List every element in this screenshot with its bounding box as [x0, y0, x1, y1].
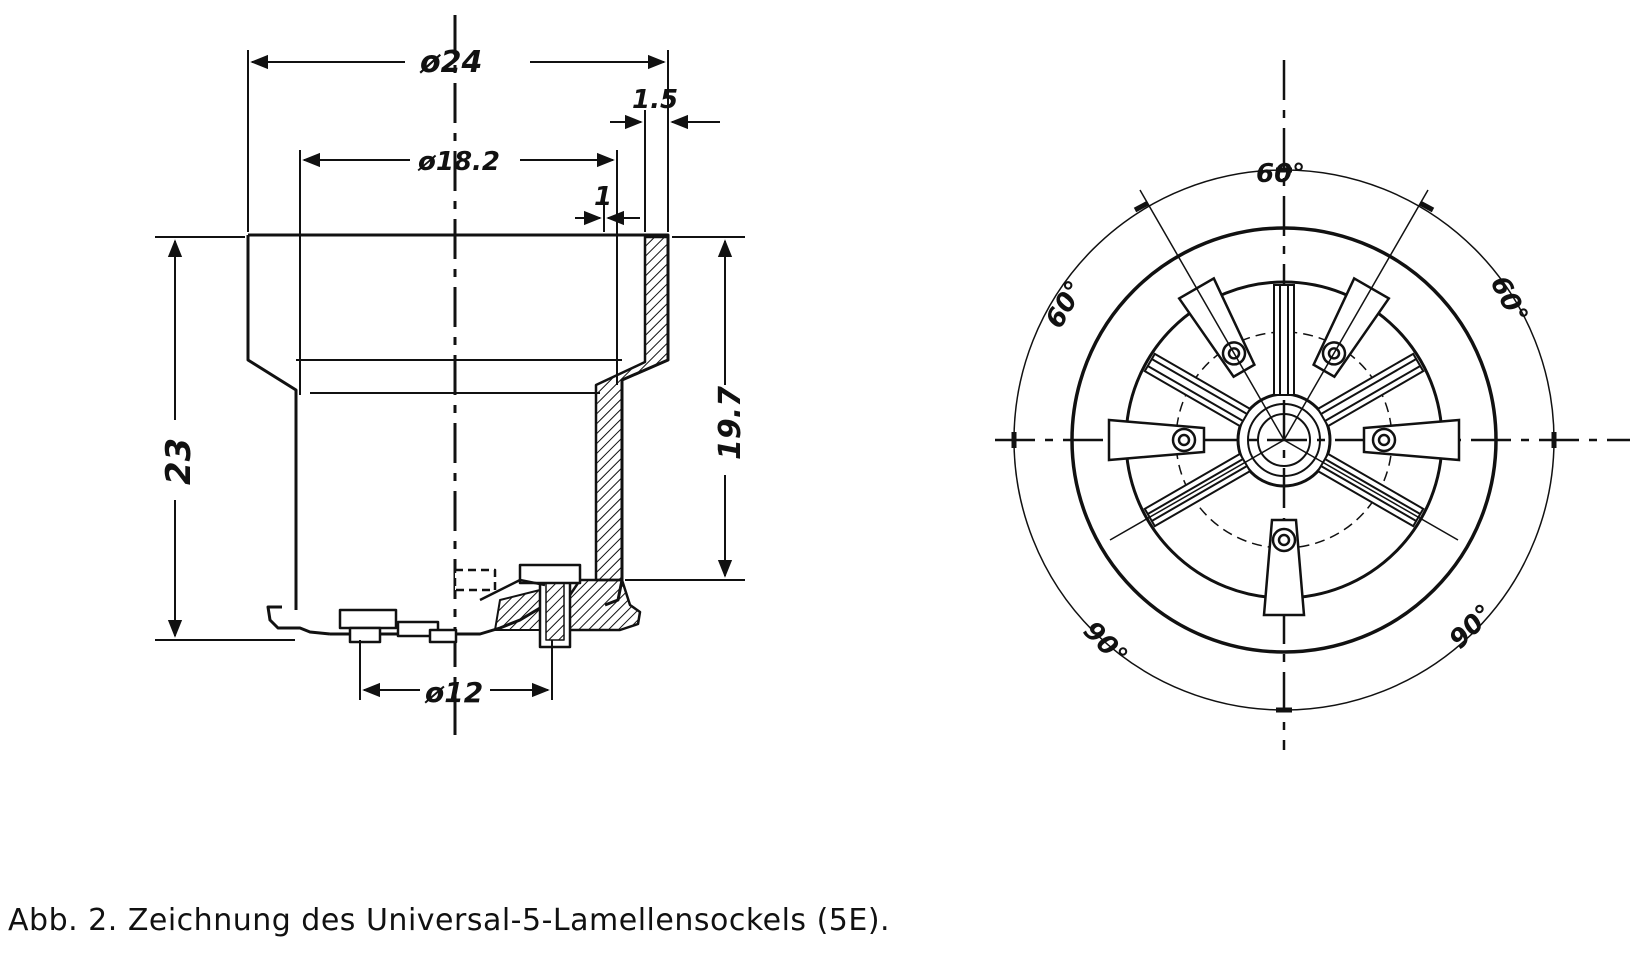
dimension-lines: [155, 50, 745, 700]
angle-lower-right: 90°: [1444, 599, 1500, 655]
dim-wall-thickness: 1: [594, 182, 612, 212]
lamella-right: [1362, 418, 1461, 462]
hub-mid: [1247, 403, 1321, 477]
angle-lower-left: 90°: [1077, 616, 1133, 672]
angle-reference-lines: [1109, 189, 1459, 541]
wall-section-hatched: [594, 235, 670, 582]
lamella-bottom: [1262, 518, 1306, 617]
hub-inner: [1257, 413, 1311, 467]
lamella-left: [1107, 418, 1206, 462]
dim-rim-thickness: 1.5: [632, 85, 678, 115]
angle-upper-left: 60°: [1040, 276, 1091, 334]
side-view-section: [155, 15, 745, 740]
contact-lamellae: [1107, 276, 1461, 617]
bottom-lamellae: [338, 568, 546, 644]
base-section-hatched: [558, 578, 642, 632]
dim-outer-diameter: ø24: [419, 45, 482, 80]
contact-pin: [494, 563, 582, 649]
bottom-view: [995, 60, 1630, 750]
dim-inner-height: 19.7: [713, 386, 748, 460]
arc-ticks: [1011, 167, 1557, 713]
angle-top: 60°: [1256, 159, 1305, 189]
outer-rim-circle: [1070, 226, 1498, 654]
dim-pin-circle: ø12: [424, 676, 483, 709]
figure-caption: Abb. 2. Zeichnung des Universal-5-Lamell…: [8, 903, 891, 938]
dim-inner-diameter: ø18.2: [417, 147, 500, 177]
dim-total-height: 23: [159, 438, 199, 485]
